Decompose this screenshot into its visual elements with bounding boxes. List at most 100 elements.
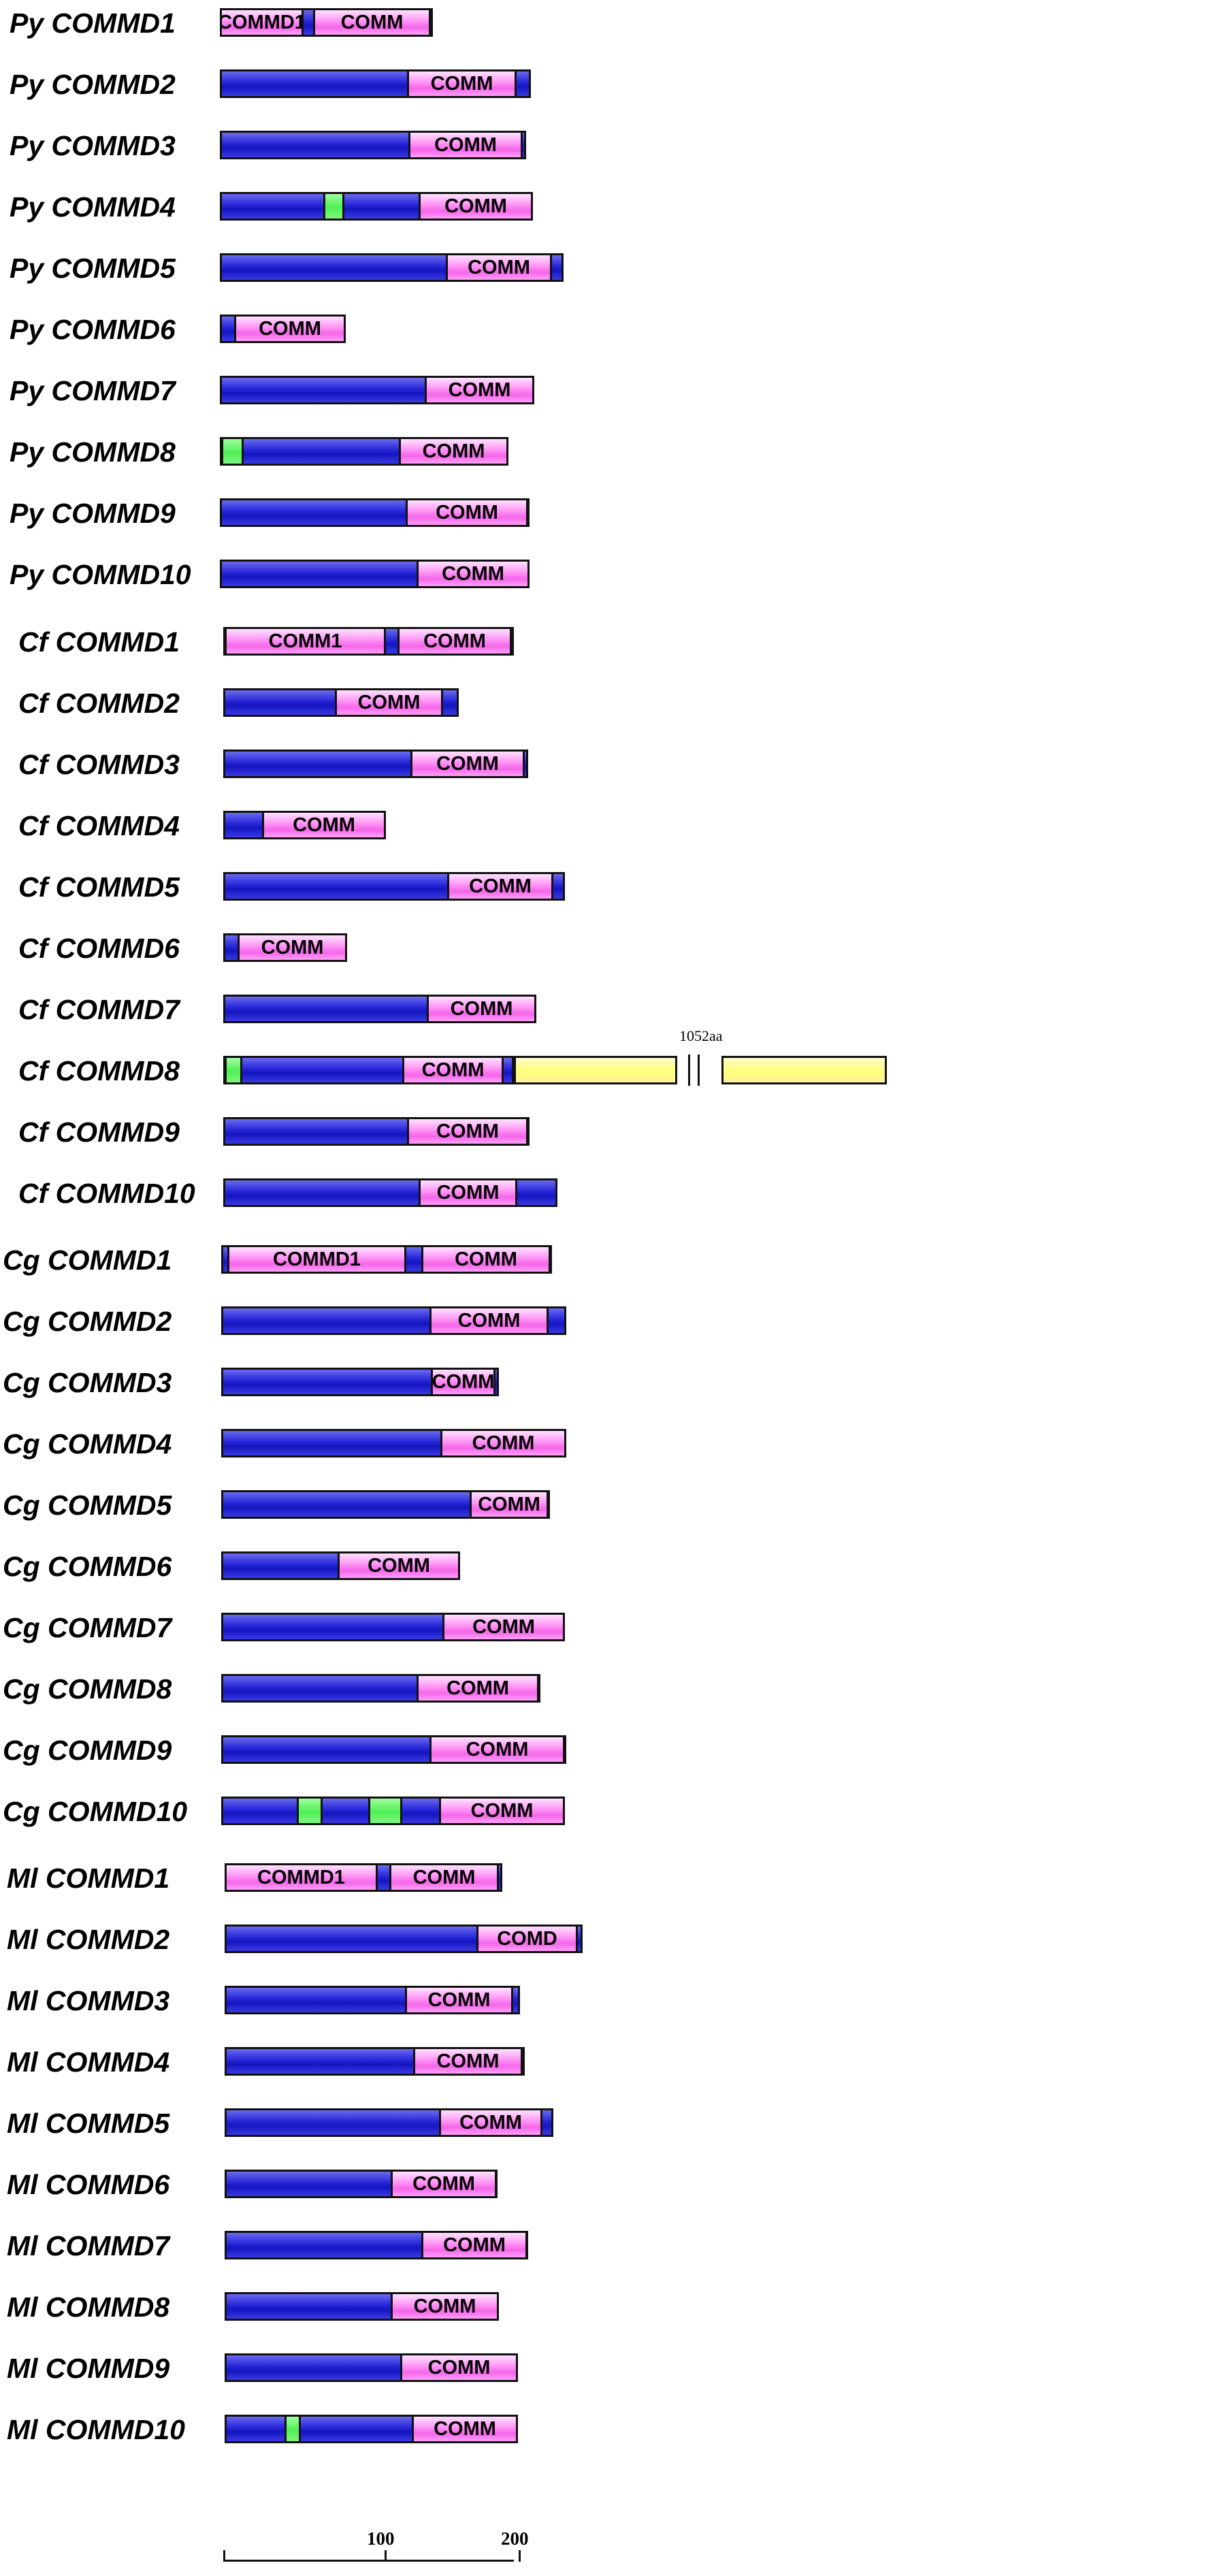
green-domain [225, 1056, 242, 1084]
protein-label: Py COMMD1 [10, 7, 176, 39]
protein-backbone: COMM [220, 253, 564, 282]
protein-backbone: COMM [221, 1613, 565, 1641]
protein-label: Ml COMMD3 [7, 1985, 170, 2016]
break-mark [698, 1054, 700, 1086]
protein-backbone: COMM [223, 1056, 514, 1084]
comm-domain: COMM [335, 688, 443, 717]
comm-domain: COMM [442, 1613, 565, 1641]
extension-segment [514, 1056, 677, 1084]
protein-label: Cg COMMD8 [3, 1673, 172, 1705]
protein-backbone: COMM [223, 1117, 530, 1146]
protein-label: Cf COMMD7 [18, 994, 180, 1025]
comm-domain: COMM [406, 498, 528, 527]
protein-backbone: COMM [221, 1551, 460, 1580]
comm-domain: COMM [431, 1368, 495, 1396]
protein-backbone: COMM [223, 750, 528, 778]
comm-domain: COMM [421, 1245, 551, 1274]
break-mark [688, 1054, 690, 1086]
comm-domain: COMM [470, 1490, 549, 1519]
comm-domain: COMM [262, 811, 386, 839]
protein-label: Cg COMMD1 [3, 1244, 172, 1276]
comm-domain: COMM [389, 1863, 499, 1892]
comm-domain: COMM [429, 1306, 549, 1335]
protein-label: Cf COMMD4 [18, 810, 180, 841]
protein-backbone: COMM [223, 811, 386, 839]
protein-backbone: COMM [221, 1674, 540, 1703]
comm-domain: COMM [313, 8, 431, 37]
protein-backbone: COMMD1 COMM [221, 1245, 552, 1274]
scale-tick [385, 2550, 387, 2562]
comm-domain: COMM [234, 315, 346, 343]
protein-backbone: COMM [223, 933, 347, 962]
protein-backbone: COMM [223, 1178, 557, 1207]
scale-tick-label: 100 [367, 2528, 395, 2549]
comm-domain: COMM [417, 1674, 539, 1703]
protein-backbone: COMM [225, 2353, 518, 2382]
protein-label: Cg COMMD6 [3, 1551, 172, 1582]
protein-backbone: COMM [221, 1490, 550, 1519]
comm-domain: COMM [425, 376, 534, 404]
protein-backbone: COMM [220, 376, 534, 404]
comm-domain: COMM [408, 131, 523, 159]
comm-domain: COMM [410, 750, 525, 778]
protein-backbone: COMMD1 COMM [220, 8, 433, 37]
comm-domain: COMM1 [225, 627, 386, 656]
protein-label: Cf COMMD6 [18, 933, 180, 964]
protein-label: Cg COMMD5 [3, 1490, 172, 1521]
protein-label: Cg COMMD3 [3, 1367, 172, 1398]
protein-label: Ml COMMD7 [7, 2230, 170, 2261]
scale-tick-label: 200 [501, 2528, 529, 2549]
comm-domain: COMM [446, 253, 552, 282]
protein-backbone: COMM [220, 192, 533, 221]
comm-domain: COMM [439, 1797, 565, 1825]
protein-backbone: COMM [223, 872, 565, 901]
comm-domain: COMM [421, 2231, 527, 2259]
extension-length-label: 1052aa [679, 1027, 723, 1044]
protein-label: Py COMMD4 [10, 191, 176, 223]
comm-domain: COMM [407, 69, 517, 98]
protein-label: Cf COMMD2 [18, 688, 180, 719]
protein-backbone: COMM [220, 131, 526, 159]
comm-domain: COMM [405, 1986, 513, 2014]
comm-domain: COMM [407, 1117, 528, 1146]
protein-backbone: COMM [220, 437, 508, 466]
extension-segment [721, 1056, 887, 1084]
protein-label: Ml COMMD4 [7, 2046, 170, 2078]
green-domain [297, 1797, 323, 1825]
protein-label: Cg COMMD2 [3, 1306, 172, 1337]
protein-backbone: COMM [225, 2292, 499, 2321]
protein-label: Cf COMMD9 [18, 1116, 180, 1148]
protein-label: Cg COMMD7 [3, 1612, 172, 1643]
protein-backbone: COMM [225, 2047, 525, 2076]
comm-domain: COMM [447, 872, 553, 901]
scale-tick [519, 2550, 521, 2562]
protein-label: Cf COMMD1 [18, 626, 180, 658]
protein-backbone: COMM [223, 688, 459, 717]
protein-backbone: COMM [225, 2231, 528, 2259]
protein-label: Cg COMMD4 [3, 1428, 172, 1460]
protein-backbone: COMM [225, 1986, 520, 2014]
protein-label: Ml COMMD1 [7, 1863, 170, 1894]
comm-domain: COMM [238, 933, 347, 962]
protein-backbone: COMM [220, 315, 346, 343]
protein-label: Py COMMD7 [10, 375, 176, 406]
protein-backbone: COMM [225, 2415, 518, 2443]
comm-domain: COMM [439, 2108, 542, 2137]
comm-domain: COMMD1 [227, 1245, 406, 1274]
protein-backbone: COMM [221, 1368, 499, 1396]
comm-domain: COMM [427, 995, 536, 1023]
comm-domain: COMM [399, 437, 508, 466]
protein-backbone: COMM [225, 2108, 553, 2137]
protein-label: Py COMMD9 [10, 498, 176, 529]
scale-tick [223, 2550, 225, 2562]
protein-label: Py COMMD2 [10, 69, 176, 100]
protein-label: Cf COMMD8 [18, 1055, 180, 1086]
comm-domain: COMM [413, 2047, 523, 2076]
comm-domain: COMMD1 [220, 8, 304, 37]
comm-domain: COMM [391, 2170, 497, 2198]
protein-label: Ml COMMD10 [7, 2414, 185, 2445]
protein-label: Cg COMMD10 [3, 1796, 188, 1827]
